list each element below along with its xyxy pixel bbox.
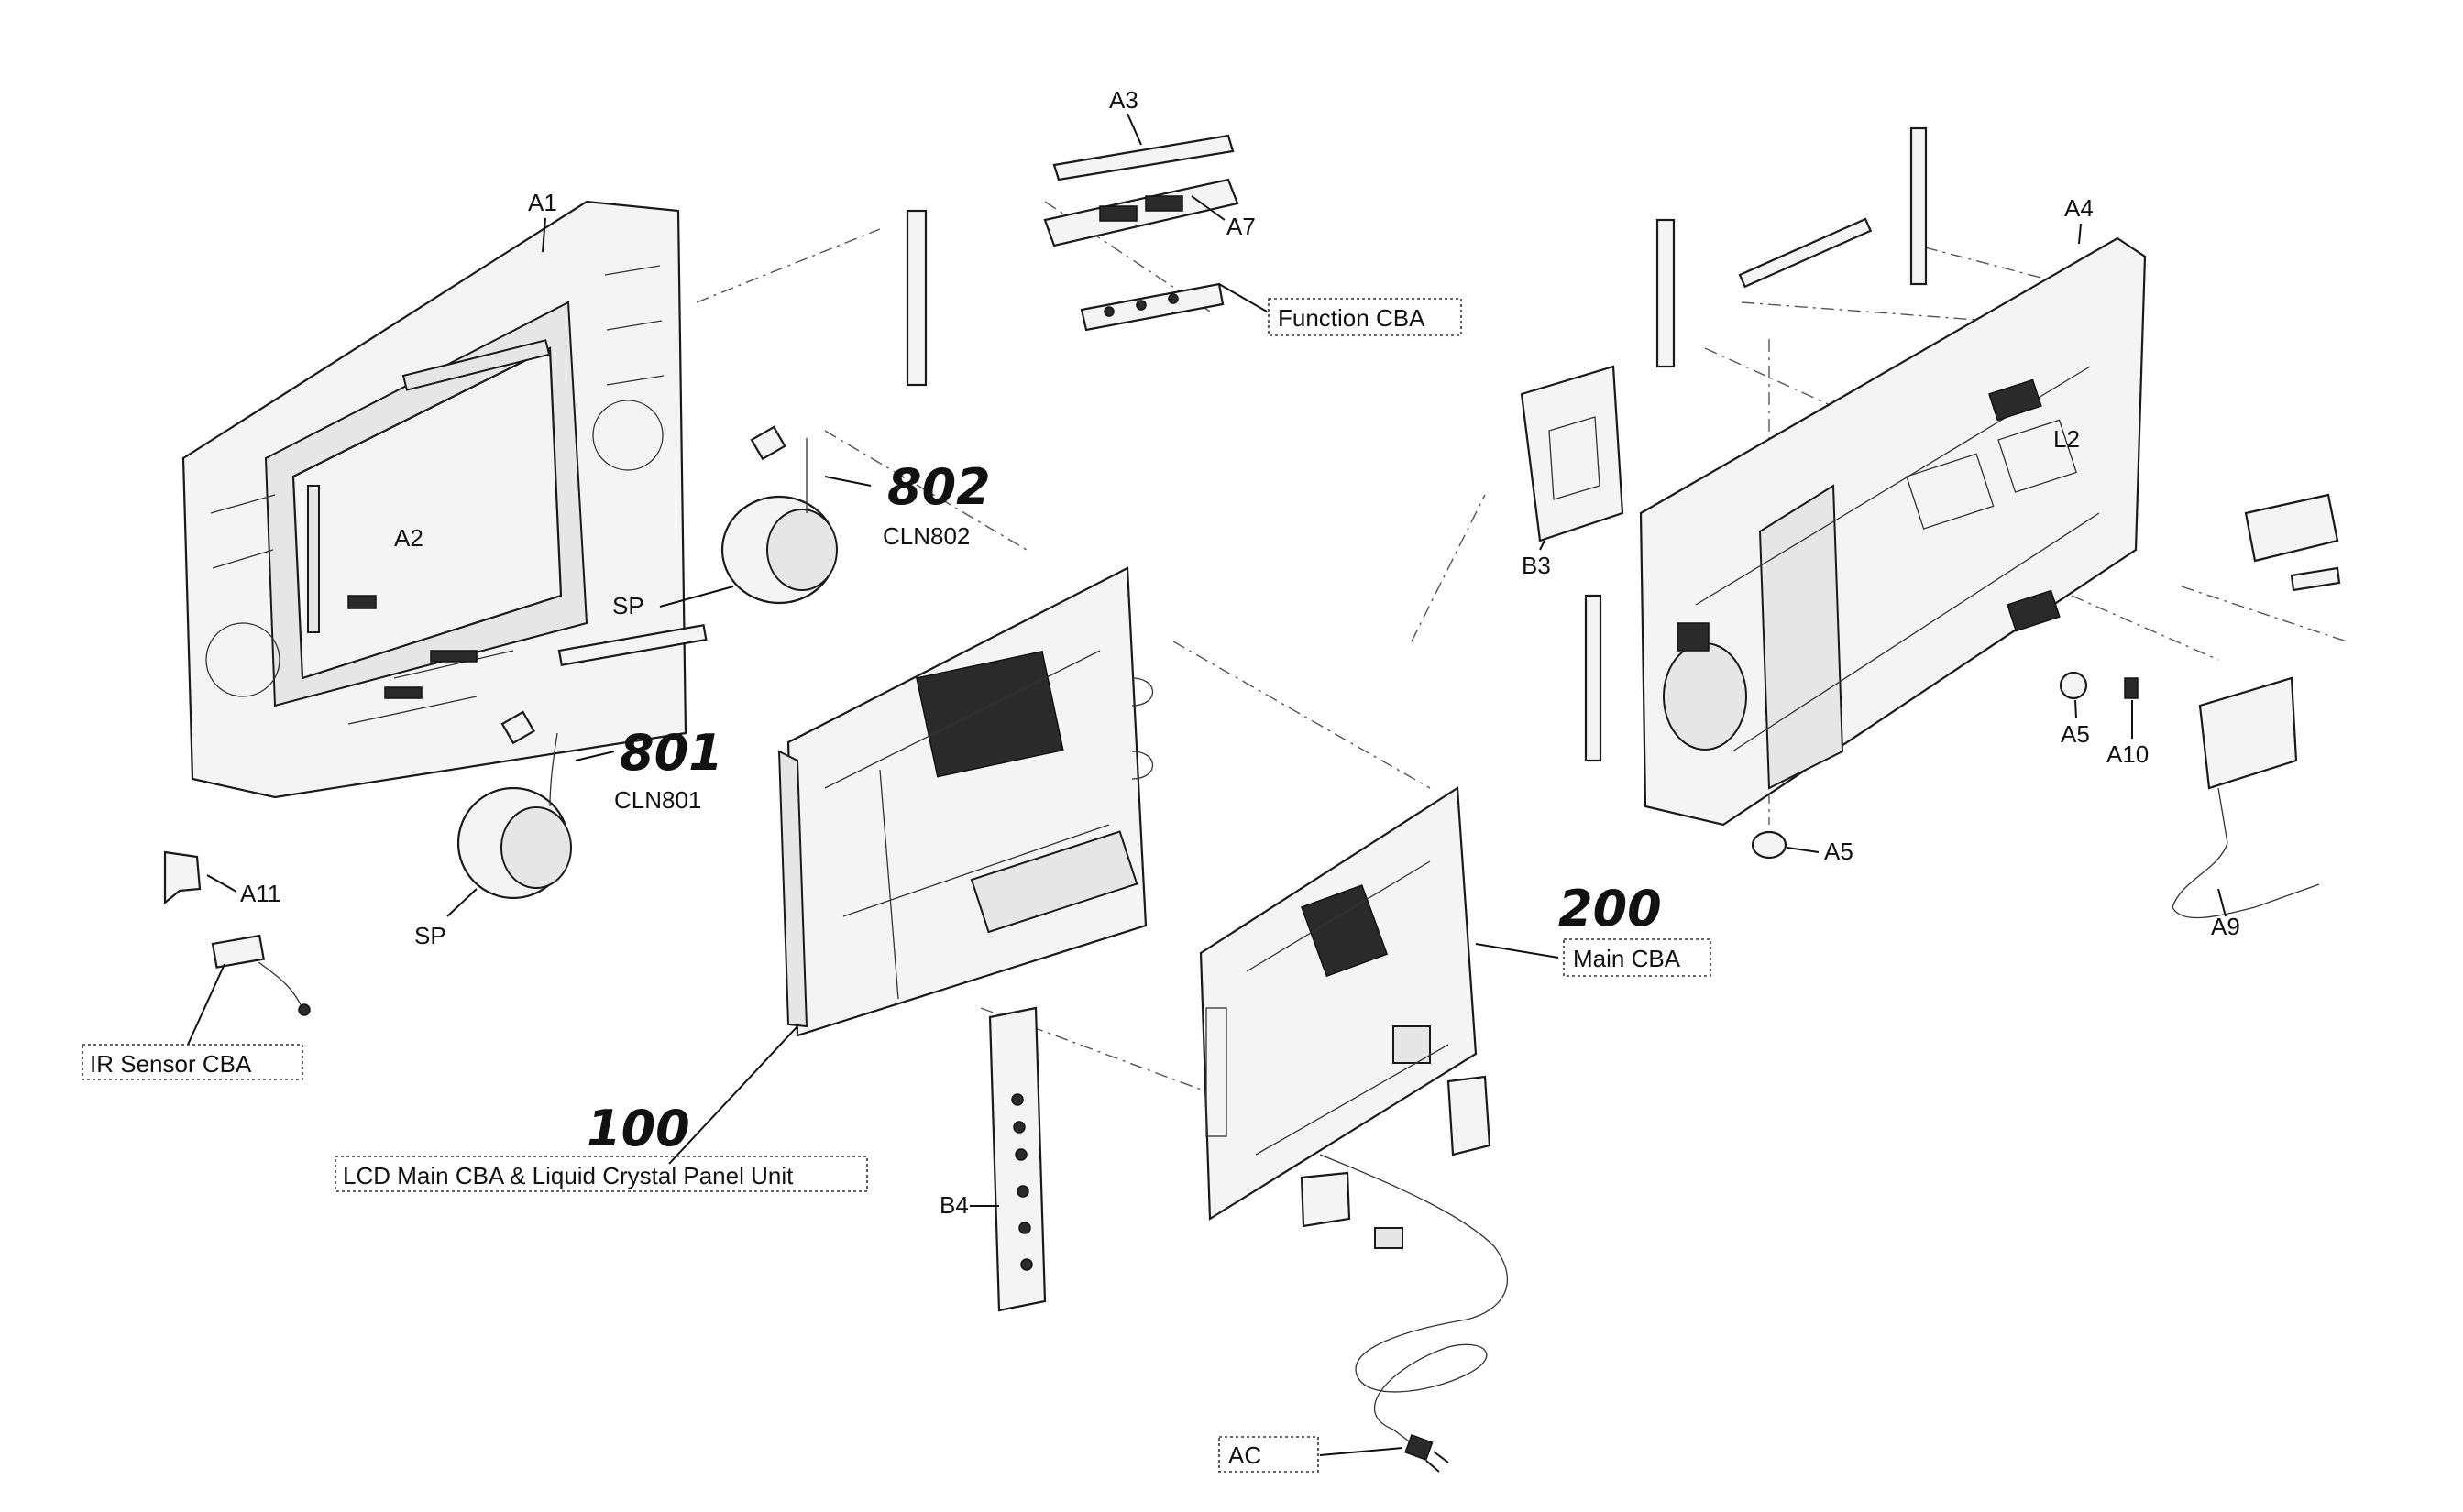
label-b3: B3 xyxy=(1522,552,1551,579)
label-l2: L2 xyxy=(2053,425,2080,453)
bracket-small xyxy=(1446,1075,1491,1156)
label-lcd-unit: LCD Main CBA & Liquid Crystal Panel Unit xyxy=(343,1162,794,1189)
foot-a5-right xyxy=(2059,671,2088,700)
handwritten-100: 100 xyxy=(587,1100,690,1157)
label-sp-lower: SP xyxy=(414,922,446,949)
label-a5-bottom: A5 xyxy=(1824,838,1853,865)
speaker-upper xyxy=(720,425,838,605)
foot-a5-bottom xyxy=(1751,830,1787,860)
label-b4: B4 xyxy=(940,1191,969,1219)
side-bracket-b4 xyxy=(988,1006,1047,1312)
strip-4 xyxy=(1738,217,1873,289)
cover-a3 xyxy=(1052,134,1235,181)
label-a2: A2 xyxy=(394,524,423,552)
handwritten-200: 200 xyxy=(1558,880,1662,937)
function-board xyxy=(1080,282,1225,332)
label-a1: A1 xyxy=(528,189,557,216)
label-a5-top: A5 xyxy=(2061,720,2090,748)
label-ir-sensor-cba: IR Sensor CBA xyxy=(90,1050,252,1078)
block-small xyxy=(1300,1171,1351,1228)
strip-3 xyxy=(1655,218,1676,368)
label-a3: A3 xyxy=(1109,86,1138,114)
bracket-b3 xyxy=(1520,365,1624,542)
label-sp-upper: SP xyxy=(612,592,644,619)
chip-small xyxy=(1374,1227,1403,1249)
label-cln801: CLN801 xyxy=(614,786,701,814)
stand-bracket-a9 xyxy=(2172,493,2341,919)
lcd-panel-unit xyxy=(777,566,1154,1037)
label-main-cba: Main CBA xyxy=(1573,945,1681,972)
label-a10: A10 xyxy=(2106,740,2149,768)
speaker-lower xyxy=(456,710,572,900)
handwritten-801: 801 xyxy=(620,724,723,782)
label-ac: AC xyxy=(1228,1441,1261,1469)
label-a9: A9 xyxy=(2211,913,2240,940)
handwritten-802: 802 xyxy=(887,458,991,516)
strip-6 xyxy=(1584,594,1602,762)
button-panel-a7 xyxy=(1043,178,1239,247)
front-cabinet-a1 xyxy=(181,200,687,799)
main-board xyxy=(1199,786,1478,1221)
clip-a10 xyxy=(2124,677,2139,699)
label-a11: A11 xyxy=(240,880,280,907)
label-a4: A4 xyxy=(2064,194,2094,222)
label-function-cba: Function CBA xyxy=(1278,304,1425,332)
label-cln802: CLN802 xyxy=(883,522,970,550)
ir-sensor-board xyxy=(211,934,311,1016)
strip-2 xyxy=(557,623,708,667)
ac-power-cord xyxy=(1319,1154,1509,1473)
rear-cover-a4 xyxy=(1639,236,2147,827)
strip-5 xyxy=(1909,126,1928,286)
label-a7: A7 xyxy=(1226,213,1256,240)
bracket-a11 xyxy=(163,850,202,905)
strip-1 xyxy=(906,209,928,387)
